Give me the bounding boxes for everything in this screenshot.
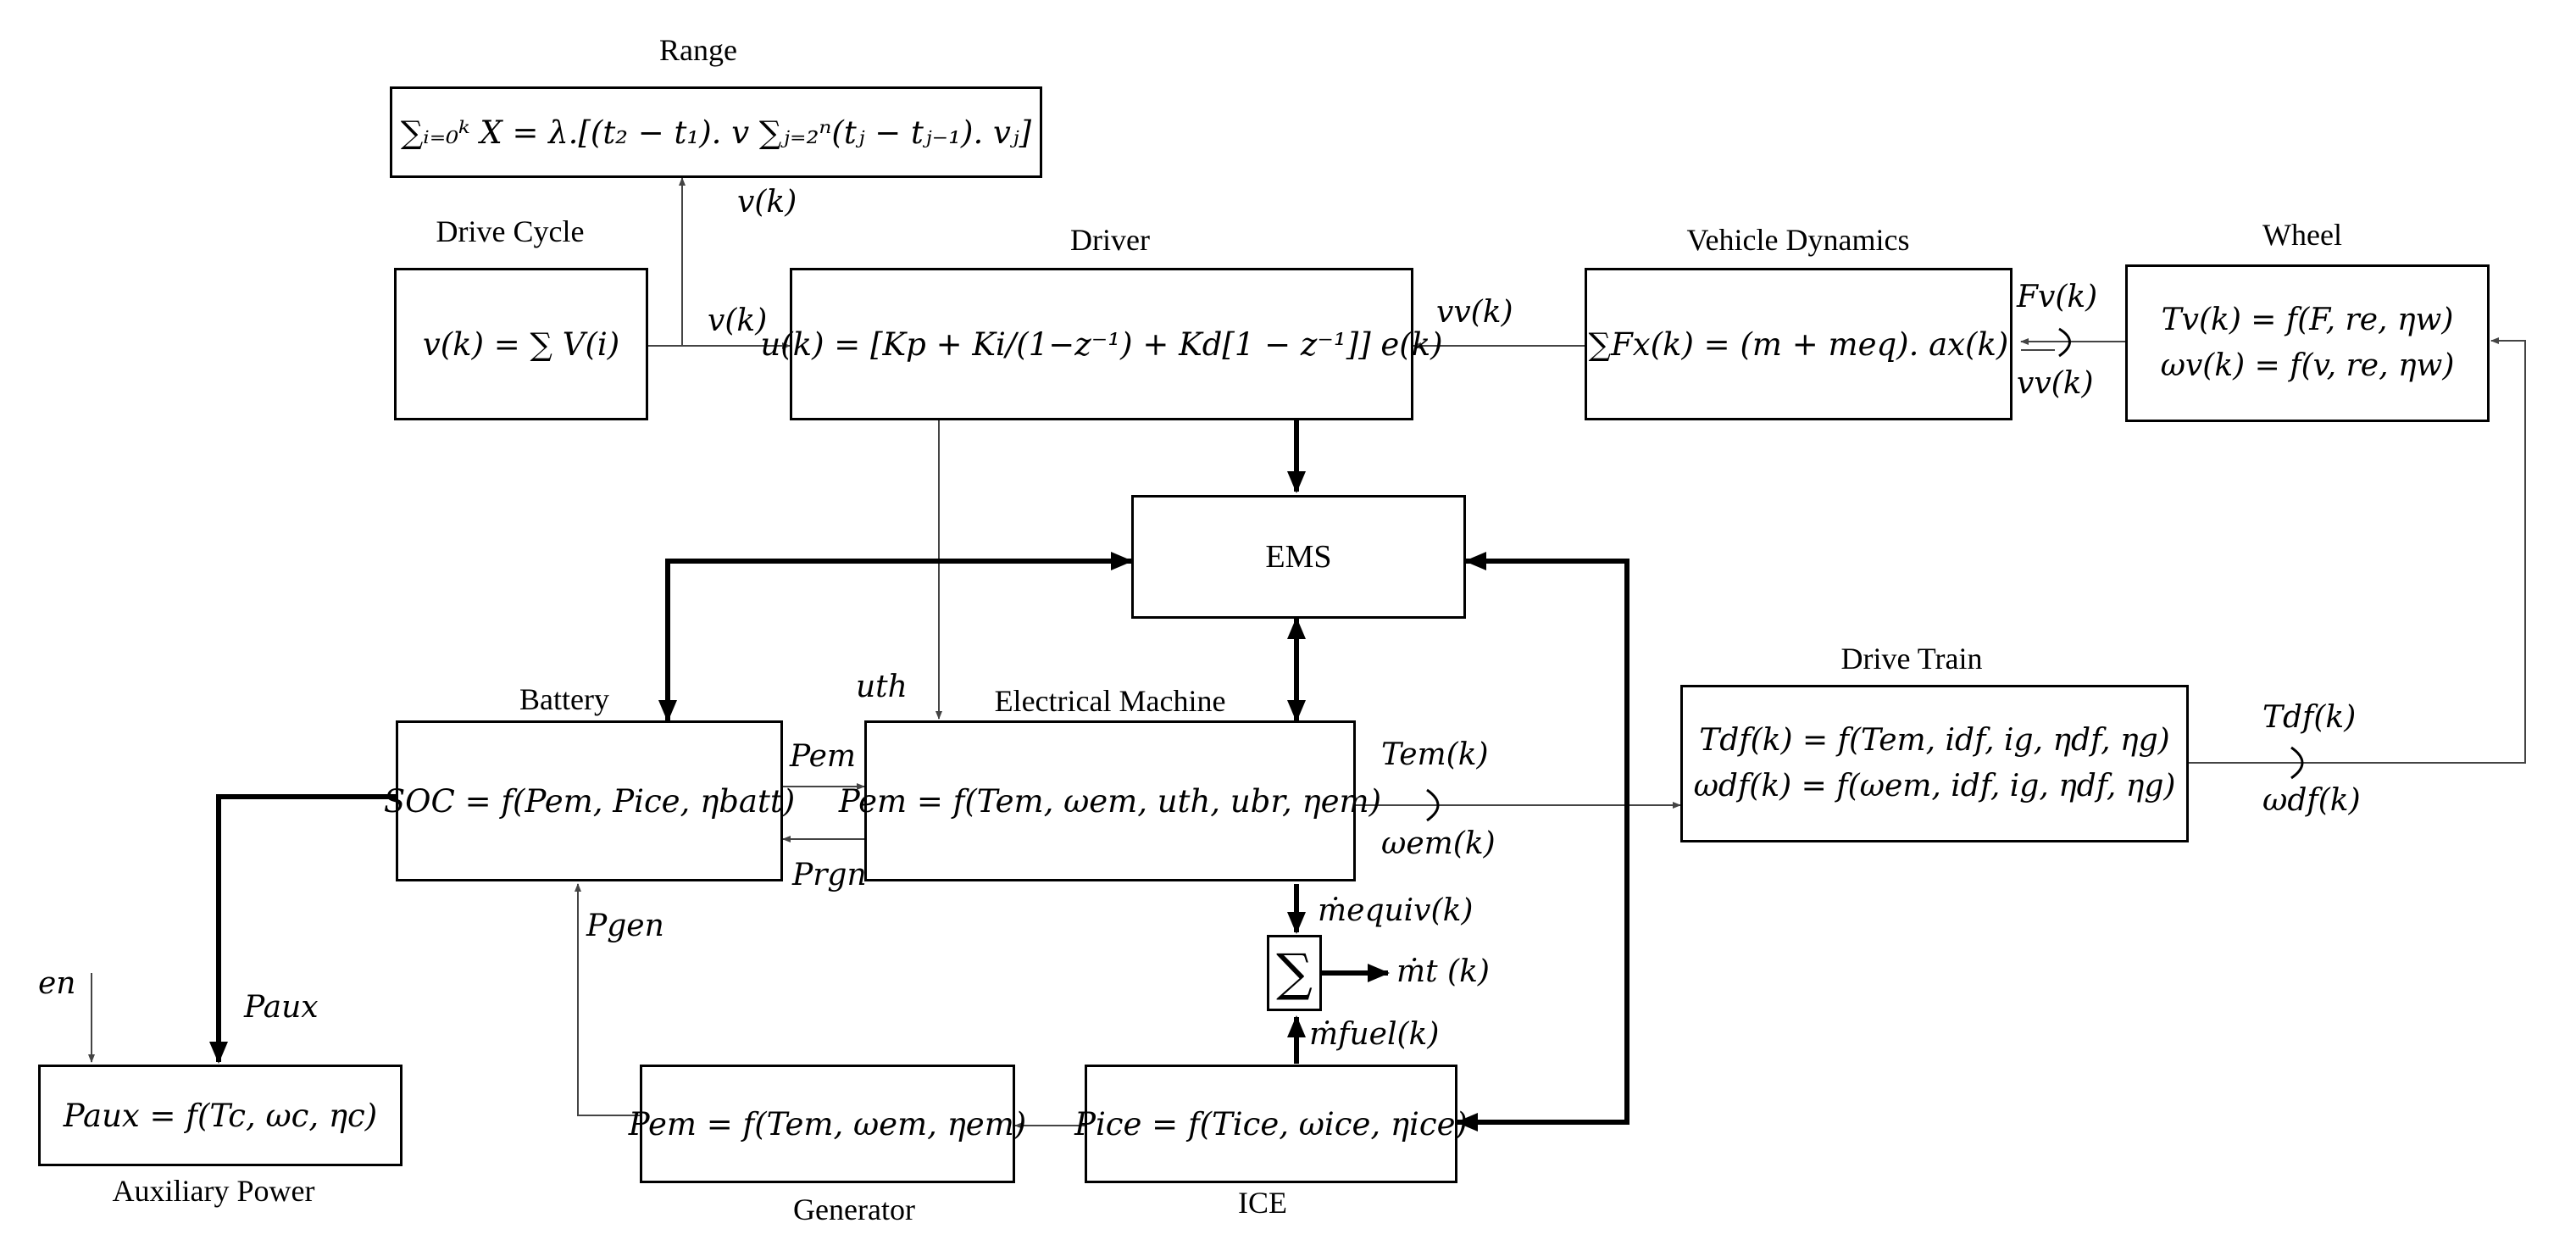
signal-fv: Fv(k) — [2017, 280, 2098, 314]
signal-pem: Pem — [790, 739, 857, 774]
title-generator: Generator — [793, 1193, 915, 1226]
rotation-symbol-drivetrain — [2290, 746, 2304, 780]
rotation-symbol-em — [1426, 788, 1440, 822]
signal-tem: Tem(k) — [1381, 737, 1489, 772]
signal-vv-driver: vv(k) — [1436, 295, 1513, 330]
signal-pgen: Pgen — [586, 909, 664, 943]
auxiliary-power-equation: Paux = f(Tc, ωc, ηc) — [63, 1097, 378, 1134]
wheel-equation-torque: Tv(k) = f(F, re, ηw) — [2161, 303, 2454, 337]
signal-prgn: Prgn — [792, 858, 867, 892]
title-auxiliary-power: Auxiliary Power — [112, 1174, 315, 1208]
sum-box: ∑ — [1267, 935, 1322, 1011]
signal-v-driver: v(k) — [708, 303, 768, 338]
wheel-equation-speed: ωv(k) = f(v, re, ηw) — [2160, 348, 2455, 383]
ems-box: EMS — [1131, 495, 1466, 619]
title-range: Range — [659, 33, 737, 67]
title-driver: Driver — [1070, 223, 1150, 257]
signal-mt: ṁt (k) — [1396, 954, 1490, 989]
drive-train-equation-speed: ωdf(k) = f(ωem, idf, ig, ηdf, ηg) — [1693, 769, 2176, 803]
battery-equation: SOC = f(Pem, Pice, ηbatt) — [383, 782, 796, 820]
driver-box: u(k) = [Kp + Ki/(1−z⁻¹) + Kd[1 − z⁻¹]] e… — [760, 268, 1443, 420]
generator-box: Pem = f(Tem, ωem, ηem) — [629, 1065, 1026, 1183]
range-equation: ∑ᵢ₌₀ᵏ X = λ.[(t₂ − t₁). v ∑ⱼ₌₂ⁿ(tⱼ − tⱼ₋… — [400, 114, 1032, 151]
drive-cycle-box: v(k) = ∑ V(i) — [394, 268, 648, 420]
title-wheel: Wheel — [2262, 218, 2342, 252]
ems-label: EMS — [1265, 539, 1332, 575]
battery-box: SOC = f(Pem, Pice, ηbatt) — [384, 720, 795, 881]
arrow-drivetrain-to-wheel — [2189, 337, 2526, 764]
signal-wem: ωem(k) — [1381, 826, 1496, 861]
arrow-battery-ems — [658, 552, 1133, 722]
rotation-symbol-wheel — [2058, 327, 2071, 358]
title-vehicle-dynamics: Vehicle Dynamics — [1686, 223, 1910, 257]
ice-equation: Pice = f(Tice, ωice, ηice) — [1074, 1105, 1468, 1143]
signal-tdf: Tdf(k) — [2262, 700, 2357, 735]
signal-wdf: ωdf(k) — [2262, 783, 2361, 818]
generator-equation: Pem = f(Tem, ωem, ηem) — [628, 1105, 1027, 1143]
title-drive-cycle: Drive Cycle — [436, 214, 585, 248]
range-box: ∑ᵢ₌₀ᵏ X = λ.[(t₂ − t₁). v ∑ⱼ₌₂ⁿ(tⱼ − tⱼ₋… — [390, 86, 1042, 178]
arrow-battery-to-aux — [209, 794, 396, 1064]
wheel-box: Tv(k) = f(F, re, ηw) ωv(k) = f(v, re, ηw… — [2125, 264, 2490, 422]
arrow-generator-to-battery — [575, 883, 640, 1116]
auxiliary-power-box: Paux = f(Tc, ωc, ηc) — [38, 1065, 402, 1166]
drive-cycle-equation: v(k) = ∑ V(i) — [422, 325, 620, 363]
arrow-ems-ice — [1456, 552, 1629, 1131]
signal-mequiv: ṁequiv(k) — [1318, 893, 1474, 928]
title-drive-train: Drive Train — [1840, 642, 1983, 676]
title-electrical-machine: Electrical Machine — [994, 684, 1226, 718]
electrical-machine-box: Pem = f(Tem, ωem, uth, ubr, ηem) — [839, 720, 1381, 881]
signal-uth: uth — [856, 670, 908, 704]
drive-train-box: Tdf(k) = f(Tem, idf, ig, ηdf, ηg) ωdf(k)… — [1680, 685, 2189, 842]
signal-vv-wheel: vv(k) — [2017, 366, 2094, 401]
signal-paux: Paux — [244, 990, 319, 1025]
sum-symbol: ∑ — [1276, 943, 1313, 1003]
ice-box: Pice = f(Tice, ωice, ηice) — [1074, 1065, 1468, 1183]
drive-train-equation-torque: Tdf(k) = f(Tem, idf, ig, ηdf, ηg) — [1699, 723, 2170, 758]
signal-mfuel: ṁfuel(k) — [1309, 1017, 1440, 1052]
title-ice: ICE — [1238, 1186, 1287, 1220]
vehicle-dynamics-box: ∑Fx(k) = (m + meq). ax(k) — [1585, 268, 2012, 420]
driver-equation: u(k) = [Kp + Ki/(1−z⁻¹) + Kd[1 − z⁻¹]] e… — [760, 325, 1443, 363]
electrical-machine-equation: Pem = f(Tem, ωem, uth, ubr, ηem) — [838, 782, 1382, 820]
title-battery: Battery — [519, 682, 609, 716]
signal-en: en — [38, 966, 76, 1001]
signal-v-range: v(k) — [737, 185, 797, 220]
vehicle-dynamics-equation: ∑Fx(k) = (m + meq). ax(k) — [1588, 325, 2009, 363]
